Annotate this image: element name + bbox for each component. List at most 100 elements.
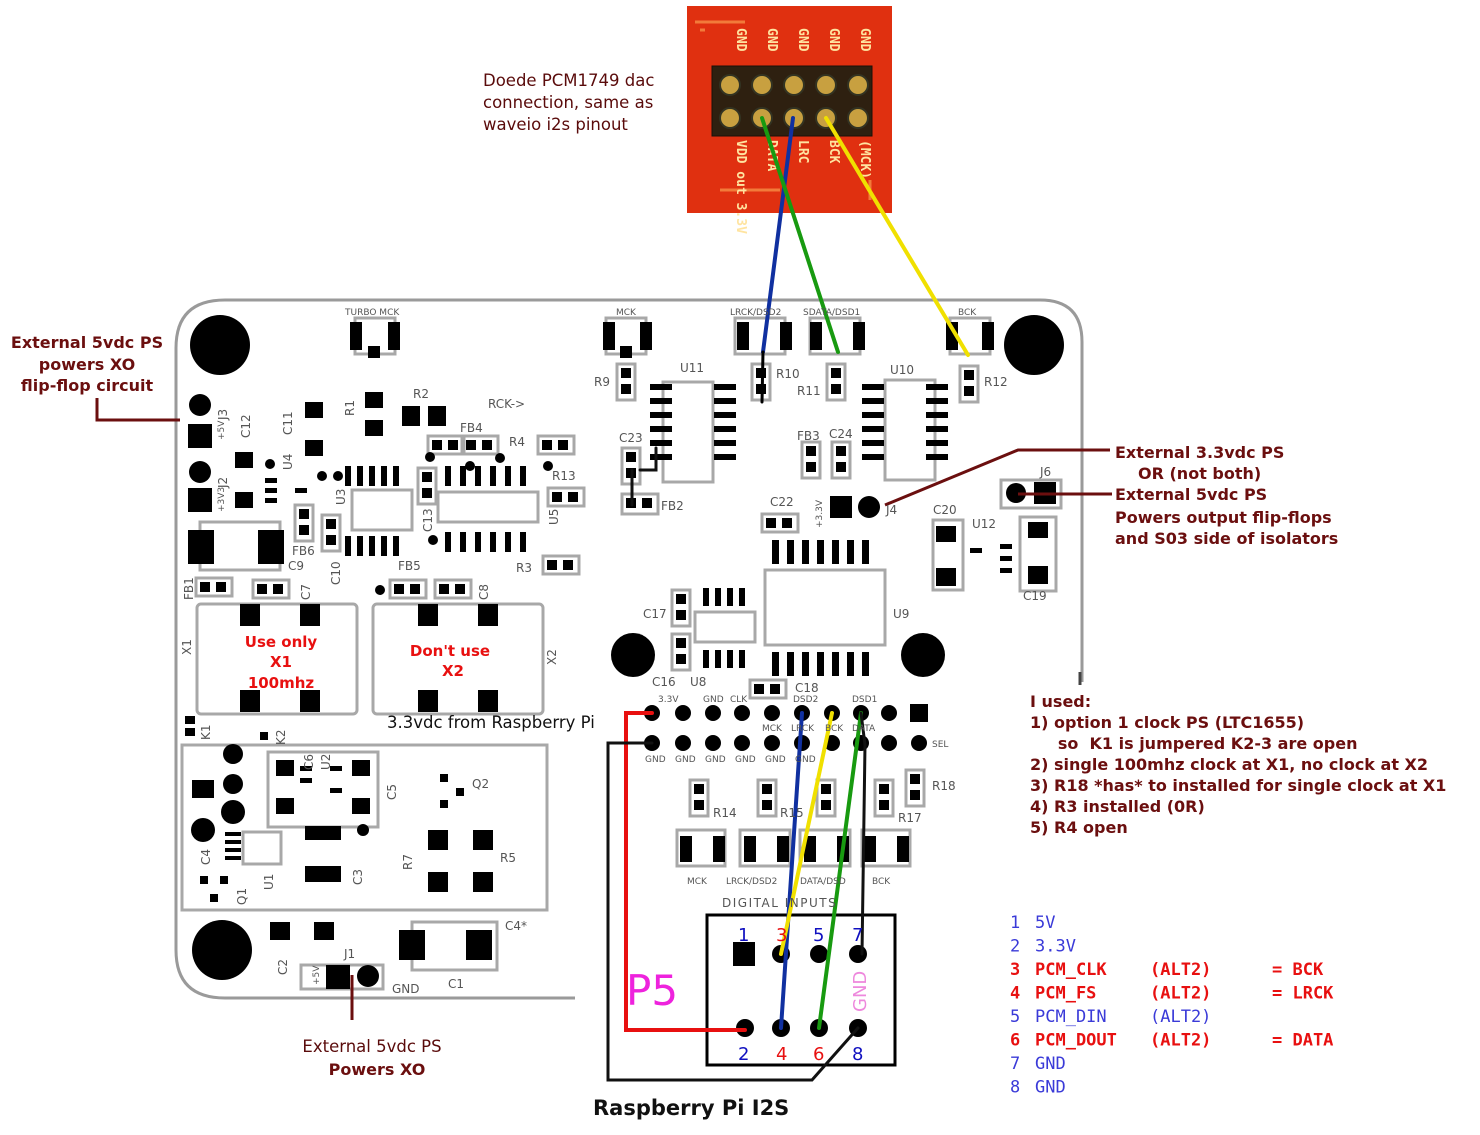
ext5v-out-line: External 5vdc PS: [1115, 485, 1267, 504]
silk-sdata: SDATA/DSD1: [803, 308, 860, 318]
ext5v-out-line: Powers output flip-flops: [1115, 508, 1332, 527]
silk-c24: C24: [829, 427, 853, 441]
silk-fb6: FB6: [292, 544, 315, 558]
dac-title-line: Doede PCM1749 dac: [483, 71, 654, 90]
dac-header-pins: [719, 74, 869, 129]
pin-legend-num: 3: [1010, 960, 1020, 980]
pin-legend-name: PCM_DOUT: [1035, 1031, 1117, 1051]
component-pads: [185, 322, 1056, 989]
silk-gnd: GND: [392, 982, 420, 996]
silk-r4: R4: [509, 435, 525, 449]
wire-lrck-to-pin4: [779, 711, 804, 1030]
silk-r9: R9: [594, 375, 610, 389]
pin-legend-name: PCM_FS: [1035, 984, 1096, 1004]
mounting-hole: [1004, 315, 1064, 375]
ext5v-xo-ff-line: flip-flop circuit: [21, 376, 154, 395]
wire-stub: [760, 350, 765, 404]
silk-u9: U9: [893, 607, 909, 621]
silk-hdr-gnd-b: GND: [735, 755, 756, 765]
dac-gnd-label: GND: [826, 28, 841, 52]
i-used-line: 4) R3 installed (0R): [1030, 797, 1205, 816]
silk-r2: R2: [413, 387, 429, 401]
silk-r18: R18: [932, 779, 956, 793]
use-x1-line: Use only: [245, 633, 318, 651]
board-i2s-header: [644, 704, 928, 751]
silk-low-bck: BCK: [872, 877, 891, 887]
dac-board: GND GND GND GND GND VDD out 3.3V DATA LR…: [687, 6, 892, 234]
dac-gnd-label: GND: [733, 28, 748, 52]
wire-fb2: [638, 446, 658, 472]
p5-num-5: 5: [813, 925, 824, 946]
p5-num-8: 8: [852, 1044, 863, 1065]
ext5v-xo-line: External 5vdc PS: [302, 1037, 441, 1056]
silk-r10: R10: [776, 367, 800, 381]
silk-c23: C23: [619, 431, 643, 445]
mounting-hole: [192, 920, 252, 980]
silk-r13: R13: [552, 469, 576, 483]
ext5v-xo-line: Powers XO: [329, 1060, 426, 1079]
i-used-line: so K1 is jumpered K2-3 are open: [1030, 734, 1357, 753]
ext5v-xo-ff-line: powers XO: [39, 355, 135, 374]
pin-legend-alt: (ALT2): [1150, 1031, 1211, 1051]
silk-hdr-mck: MCK: [762, 724, 783, 734]
silk-fb3: FB3: [797, 429, 820, 443]
pin-legend-name: GND: [1035, 1078, 1066, 1098]
silk-mck: MCK: [616, 308, 637, 318]
silk-c4x: C4*: [505, 919, 527, 933]
dont-x2-line: X2: [442, 662, 464, 680]
silk-c18: C18: [795, 681, 819, 695]
silk-turbo-mck: TURBO MCK: [344, 308, 400, 318]
use-x1-line: 100mhz: [248, 674, 315, 692]
main-board-outline: [174, 298, 1084, 1000]
silk-r14: R14: [713, 806, 737, 820]
silk-plus3v3: +3V3: [217, 487, 227, 512]
dac-title-line: connection, same as: [483, 93, 653, 112]
silk-r1: R1: [343, 400, 357, 416]
wire-bck-to-pin3: [779, 711, 834, 956]
pin-legend-map: = DATA: [1272, 1031, 1333, 1051]
silk-x1: X1: [180, 639, 194, 655]
silk-c3: C3: [351, 869, 365, 885]
silk-r5: R5: [500, 851, 516, 865]
vias: [265, 452, 553, 595]
ext33-line: External 3.3vdc PS: [1115, 443, 1284, 462]
silk-rck: RCK->: [488, 397, 525, 411]
silk-u5: U5: [547, 509, 561, 525]
dac-vdd-label: VDD out 3.3V: [733, 140, 748, 234]
silk-hdr-gnd: GND: [703, 695, 724, 705]
wires: [606, 116, 970, 1082]
mounting-holes: [190, 315, 1064, 980]
silk-r17: R17: [898, 811, 922, 825]
silk-c9: C9: [288, 559, 304, 573]
silk-r3: R3: [516, 561, 532, 575]
silk-c6: C6: [302, 754, 316, 770]
silk-hdr-dsd1: DSD1: [852, 695, 877, 705]
silk-c19: C19: [1023, 589, 1047, 603]
silk-hdr-data: DATA: [852, 724, 876, 734]
silk-k1: K1: [199, 724, 213, 740]
pin-legend-name: GND: [1035, 1054, 1066, 1074]
leader-j3: [95, 398, 180, 422]
silk-low-lrck: LRCK/DSD2: [726, 877, 777, 887]
silk-hdr-dsd2: DSD2: [793, 695, 818, 705]
p5-gnd-label: GND: [850, 971, 871, 1012]
i-used-line: 3) R18 *has* to installed for single clo…: [1030, 776, 1446, 795]
dac-title-line: waveio i2s pinout: [483, 115, 628, 134]
p5-pin-numbers: 1 3 5 7 2 4 6 8 GND: [738, 925, 871, 1065]
silk-j2: J2: [216, 477, 230, 489]
silk-c10: C10: [329, 561, 343, 585]
silk-c17: C17: [643, 607, 667, 621]
component-outlines: [180, 316, 1063, 1067]
pin-legend-num: 4: [1010, 984, 1020, 1004]
wire-data-green: [760, 116, 840, 354]
silk-j6: J6: [1039, 465, 1051, 479]
silk-c12: C12: [239, 414, 253, 438]
leader-j4: [884, 448, 1110, 507]
wire-data-to-pin6: [817, 711, 863, 1030]
silk-low-data: DATA/DSD: [800, 877, 846, 887]
pin-legend-name: PCM_CLK: [1035, 960, 1107, 980]
wire-gnd-black: [606, 741, 860, 1082]
silk-k2: K2: [274, 729, 288, 745]
